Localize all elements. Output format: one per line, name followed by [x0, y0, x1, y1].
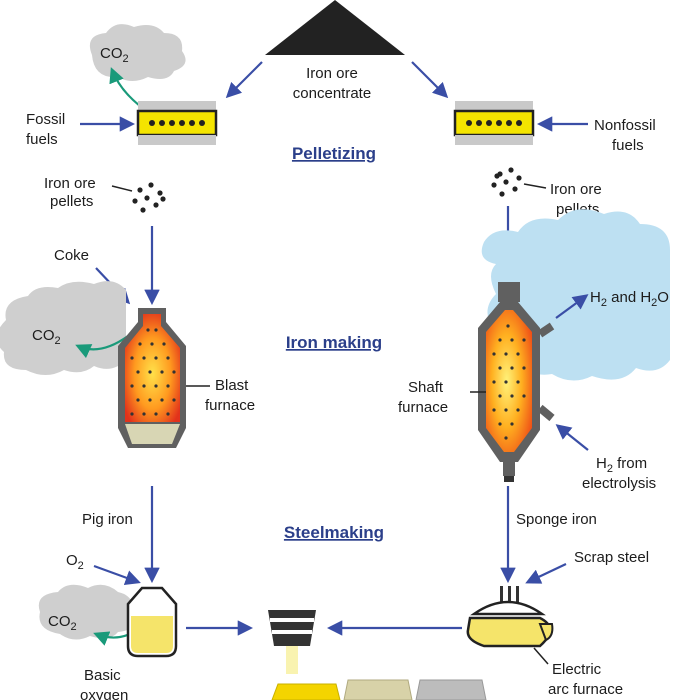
arrow-o2 — [93, 564, 141, 586]
smoke-cloud-bottom — [38, 584, 135, 640]
coke-label: Coke — [54, 247, 89, 264]
bof-label-line1: Basic — [84, 667, 121, 684]
pellets-right-icon — [491, 167, 522, 197]
nonfossil-label-line2: fuels — [612, 137, 644, 154]
bof-label-line2: oxygen — [80, 687, 128, 700]
nonfossil-label-line1: Nonfossil — [594, 117, 656, 134]
steel-slab-products — [271, 679, 487, 700]
fossil-label-line1: Fossil — [26, 111, 65, 128]
co2-bottom-label: CO2 — [48, 613, 77, 633]
h2-label-line1: H2 from — [596, 455, 647, 475]
h2-label-line2: electrolysis — [582, 475, 656, 492]
co2-mid-label: CO2 — [32, 327, 61, 347]
co2-top-label: CO2 — [100, 45, 129, 65]
pellets-left-line2: pellets — [50, 193, 93, 210]
arrow-ore-right — [411, 61, 449, 99]
basic-oxygen-furnace-icon — [126, 586, 178, 658]
ore-pile-icon — [265, 0, 405, 55]
arrow-h2-h2o-out — [555, 294, 589, 319]
pelletizer-right — [453, 101, 535, 145]
smoke-cloud-top — [89, 24, 186, 81]
sponge-iron-label: Sponge iron — [516, 511, 597, 528]
arrow-ore-left — [225, 61, 263, 99]
arrow-h2-in — [555, 424, 589, 451]
blast-label-line1: Blast — [215, 377, 249, 394]
pellets-left-line1: Iron ore — [44, 175, 96, 192]
pelletizer-left — [136, 101, 218, 145]
pig-iron-label: Pig iron — [82, 511, 133, 528]
shaft-furnace-icon — [478, 282, 555, 482]
shaft-label-line1: Shaft — [408, 379, 444, 396]
shaft-label-line2: furnace — [398, 399, 448, 416]
fossil-label-line2: fuels — [26, 131, 58, 148]
stage-steelmaking: Steelmaking — [284, 523, 384, 542]
blast-furnace-icon — [118, 308, 186, 448]
eaf-label-line2: arc furnace — [548, 681, 623, 698]
stage-iron-making: Iron making — [286, 333, 382, 352]
blast-label-line2: furnace — [205, 397, 255, 414]
stage-pelletizing: Pelletizing — [292, 144, 376, 163]
scrap-steel-label: Scrap steel — [574, 549, 649, 566]
eaf-leader — [533, 647, 549, 665]
smoke-cloud-mid — [0, 281, 126, 375]
o2-label: O2 — [66, 552, 84, 572]
co2-top-arrow — [109, 67, 141, 107]
pellets-left-icon — [132, 182, 166, 213]
pellets-right-leader — [523, 183, 547, 189]
pellets-right-line1: Iron ore — [550, 181, 602, 198]
arrow-scrap — [525, 563, 567, 584]
co2-mid-arrow — [75, 335, 129, 359]
electric-arc-furnace-icon — [466, 586, 554, 648]
eaf-label-line1: Electric — [552, 661, 602, 678]
ladle-icon — [268, 610, 316, 674]
ore-label-line1: Iron ore — [306, 65, 358, 82]
h2-h2o-label: H2 and H2O — [590, 289, 669, 309]
pellets-left-leader — [111, 185, 133, 192]
ore-label-line2: concentrate — [293, 85, 371, 102]
